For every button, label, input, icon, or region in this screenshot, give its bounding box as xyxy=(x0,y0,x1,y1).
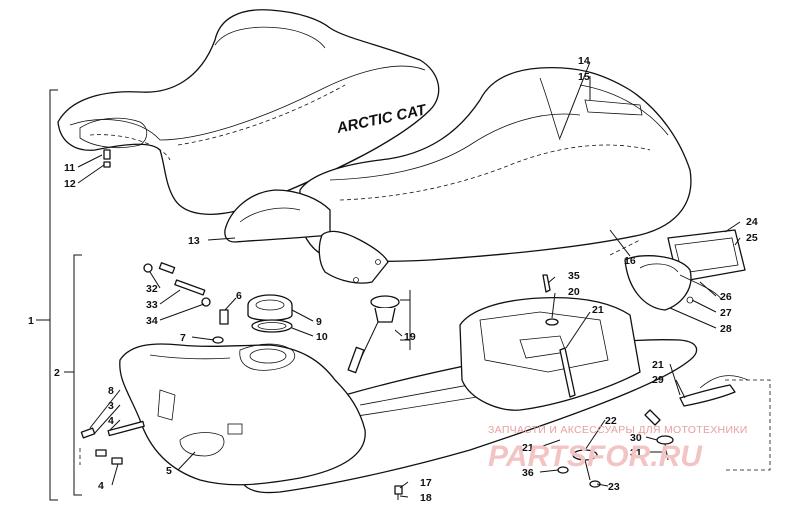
seat-cover xyxy=(299,66,692,262)
callout-8: 8 xyxy=(108,385,114,397)
callout-1: 1 xyxy=(28,315,34,327)
tail-light xyxy=(624,229,746,311)
callout-33: 33 xyxy=(146,299,158,311)
callout-12: 12 xyxy=(64,178,76,190)
side-panel xyxy=(224,189,389,284)
callout-17: 17 xyxy=(420,477,432,489)
drain-fittings xyxy=(79,420,145,465)
seat-strap xyxy=(644,375,749,461)
callout-16: 16 xyxy=(624,255,636,267)
callout-2: 2 xyxy=(54,367,60,379)
callout-26: 26 xyxy=(720,291,732,303)
callout-21-bottom: 21 xyxy=(522,442,534,454)
vent-fittings xyxy=(143,262,229,344)
callout-24: 24 xyxy=(746,216,758,228)
callout-4-upper: 4 xyxy=(108,415,114,427)
seat-assembly: ARCTIC CAT xyxy=(57,9,440,215)
callout-35: 35 xyxy=(568,270,580,282)
callout-23: 23 xyxy=(608,481,620,493)
fuel-tank xyxy=(119,343,366,486)
callout-27: 27 xyxy=(720,307,732,319)
fuel-sender xyxy=(347,295,400,374)
callout-14: 14 xyxy=(578,55,590,67)
callout-32: 32 xyxy=(146,283,158,295)
callout-labels: 1 2 11 12 13 14 15 16 24 25 26 27 28 32 … xyxy=(28,55,758,504)
leader-lines xyxy=(77,61,741,498)
callout-7: 7 xyxy=(180,332,186,344)
callout-21-top: 21 xyxy=(592,304,604,316)
callout-4-lower: 4 xyxy=(98,480,104,492)
callout-9: 9 xyxy=(316,316,322,328)
callout-21-right: 21 xyxy=(652,359,664,371)
callout-3: 3 xyxy=(108,400,114,412)
callout-19: 19 xyxy=(404,331,416,343)
watermark-logo: PARTSFOR.RU xyxy=(488,440,703,473)
watermark-tagline: ЗАПЧАСТИ И АКСЕССУАРЫ ДЛЯ МОТОТЕХНИКИ xyxy=(488,424,748,436)
callout-30: 30 xyxy=(630,432,642,444)
callout-6: 6 xyxy=(236,290,242,302)
callout-28: 28 xyxy=(720,323,732,335)
callout-34: 34 xyxy=(146,315,158,327)
watermark: PARTSFOR.RU ЗАПЧАСТИ И АКСЕССУАРЫ ДЛЯ МО… xyxy=(488,424,748,473)
callout-36: 36 xyxy=(522,467,534,479)
callout-25: 25 xyxy=(746,232,758,244)
callout-13: 13 xyxy=(188,235,200,247)
callout-15: 15 xyxy=(578,71,590,83)
callout-10: 10 xyxy=(316,331,328,343)
seat-clips xyxy=(103,149,111,168)
callout-18: 18 xyxy=(420,492,432,504)
group-brackets xyxy=(36,89,771,501)
callout-5: 5 xyxy=(166,465,172,477)
callout-11: 11 xyxy=(64,162,75,174)
latch-hardware xyxy=(394,274,601,500)
fuel-cap xyxy=(247,294,293,333)
callout-20: 20 xyxy=(568,286,580,298)
callout-22: 22 xyxy=(605,415,617,427)
callout-29: 29 xyxy=(652,374,664,386)
callout-31: 31 xyxy=(630,447,642,459)
